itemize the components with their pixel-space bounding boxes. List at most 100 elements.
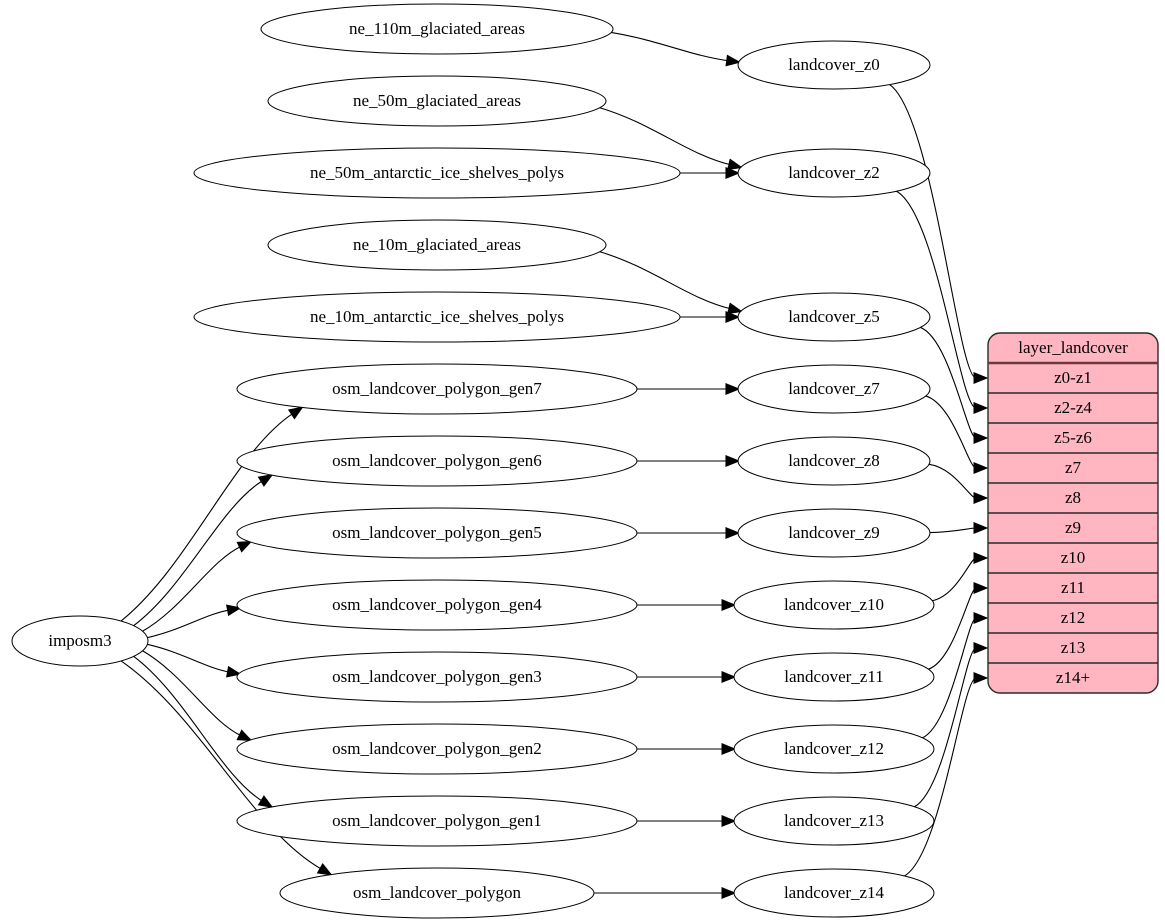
- layer-table-row-z13[interactable]: z13: [1061, 638, 1086, 657]
- node-ne_10m_glaciated_areas[interactable]: ne_10m_glaciated_areas: [267, 219, 607, 271]
- edge-imposm3-to-osm_landcover_polygon_gen4: [146, 609, 230, 639]
- layer-table-row-z2-z4[interactable]: z2-z4: [1054, 398, 1092, 417]
- landcover-table-ellipse: [733, 868, 935, 918]
- node-label: ne_50m_antarctic_ice_shelves_polys: [310, 163, 564, 182]
- edge-landcover_z10-to-z10: [931, 557, 977, 602]
- node-landcover_z5[interactable]: landcover_z5: [737, 292, 931, 342]
- edge-imposm3-to-osm_landcover_polygon: [120, 660, 323, 870]
- arrow-ne_110m_glaciated_areas-to-landcover_z0: [725, 54, 741, 67]
- node-ne_110m_glaciated_areas[interactable]: ne_110m_glaciated_areas: [260, 3, 614, 55]
- importer-ellipse: [11, 615, 149, 667]
- osm-source-ellipse: [236, 507, 638, 559]
- node-landcover_z14[interactable]: landcover_z14: [733, 868, 935, 918]
- node-landcover_z11[interactable]: landcover_z11: [733, 652, 935, 702]
- natural-earth-source-ellipse: [193, 291, 681, 343]
- osm-source-ellipse: [236, 363, 638, 415]
- node-label: landcover_z2: [788, 163, 880, 182]
- node-label: landcover_z11: [784, 667, 883, 686]
- natural-earth-source-ellipse: [260, 3, 614, 55]
- edge-imposm3-to-osm_landcover_polygon_gen7: [120, 412, 294, 622]
- layer-landcover-table: layer_landcover z0-z1 z2-z4 z5-z6 z7 z8 z9 z10 z…: [987, 332, 1159, 694]
- natural-earth-source-ellipse: [267, 219, 607, 271]
- arrow-osm_landcover_polygon_gen1-to-landcover_z13: [721, 815, 737, 827]
- node-ne_50m_glaciated_areas[interactable]: ne_50m_glaciated_areas: [267, 75, 607, 127]
- edge-imposm3-to-osm_landcover_polygon_gen6: [132, 480, 264, 627]
- node-landcover_z9[interactable]: landcover_z9: [737, 508, 931, 558]
- edge-imposm3-to-osm_landcover_polygon_gen1: [132, 655, 264, 802]
- edge-landcover_z0-to-z0-z1: [888, 83, 977, 379]
- node-label: imposm3: [48, 631, 111, 650]
- node-label: landcover_z9: [788, 523, 880, 542]
- arrow-osm_landcover_polygon_gen3-to-landcover_z11: [721, 671, 737, 683]
- arrow-landcover_z12-to-z12: [973, 612, 989, 624]
- arrow-imposm3-to-osm_landcover_polygon: [316, 863, 333, 876]
- edge-imposm3-to-osm_landcover_polygon_gen5: [141, 545, 242, 632]
- node-osm_landcover_polygon_gen1[interactable]: osm_landcover_polygon_gen1: [236, 795, 638, 847]
- node-label: landcover_z8: [788, 451, 880, 470]
- node-label: ne_50m_glaciated_areas: [353, 91, 521, 110]
- osm-source-ellipse: [236, 579, 638, 631]
- edge-landcover_z13-to-z13: [913, 647, 977, 808]
- node-osm_landcover_polygon_gen6[interactable]: osm_landcover_polygon_gen6: [236, 435, 638, 487]
- landcover-table-ellipse: [737, 436, 931, 486]
- node-landcover_z8[interactable]: landcover_z8: [737, 436, 931, 486]
- layer-table-row-z12[interactable]: z12: [1061, 608, 1086, 627]
- arrow-landcover_z13-to-z13: [973, 642, 989, 654]
- node-label: osm_landcover_polygon: [353, 883, 522, 902]
- node-osm_landcover_polygon_gen7[interactable]: osm_landcover_polygon_gen7: [236, 363, 638, 415]
- node-landcover_z12[interactable]: landcover_z12: [733, 724, 935, 774]
- arrow-landcover_z0-to-z0-z1: [973, 372, 989, 384]
- node-label: osm_landcover_polygon_gen2: [332, 739, 542, 758]
- node-osm_landcover_polygon_gen5[interactable]: osm_landcover_polygon_gen5: [236, 507, 638, 559]
- layer-table-row-z11[interactable]: z11: [1061, 578, 1085, 597]
- landcover-table-ellipse: [737, 364, 931, 414]
- node-osm_landcover_polygon_gen4[interactable]: osm_landcover_polygon_gen4: [236, 579, 638, 631]
- nodes-layer: ne_110m_glaciated_areas ne_50m_glaciated_…: [11, 3, 935, 919]
- arrow-landcover_z11-to-z11: [973, 582, 989, 594]
- node-label: landcover_z10: [784, 595, 884, 614]
- arrow-ne_50m_antarctic_ice_shelves_polys-to-landcover_z2: [725, 167, 741, 179]
- arrow-landcover_z14-to-z14+: [973, 672, 989, 684]
- layer-table-row-z10[interactable]: z10: [1061, 548, 1086, 567]
- node-ne_10m_antarctic_ice_shelves_polys[interactable]: ne_10m_antarctic_ice_shelves_polys: [193, 291, 681, 343]
- layer-table-row-z14+[interactable]: z14+: [1056, 668, 1090, 687]
- node-imposm3[interactable]: imposm3: [11, 615, 149, 667]
- arrow-landcover_z2-to-z2-z4: [973, 402, 989, 414]
- node-label: osm_landcover_polygon_gen4: [332, 595, 542, 614]
- arrow-imposm3-to-osm_landcover_polygon_gen3: [226, 665, 242, 678]
- node-osm_landcover_polygon_gen3[interactable]: osm_landcover_polygon_gen3: [236, 651, 638, 703]
- layer-table-row-z7[interactable]: z7: [1065, 458, 1082, 477]
- layer-table-row-z0-z1[interactable]: z0-z1: [1054, 368, 1092, 387]
- arrow-imposm3-to-osm_landcover_polygon_gen6: [257, 474, 274, 487]
- arrow-landcover_z8-to-z8: [973, 492, 989, 504]
- node-landcover_z0[interactable]: landcover_z0: [737, 40, 931, 90]
- node-label: osm_landcover_polygon_gen6: [332, 451, 542, 470]
- edge-landcover_z14-to-z14+: [903, 677, 977, 877]
- node-landcover_z7[interactable]: landcover_z7: [737, 364, 931, 414]
- arrow-osm_landcover_polygon_gen6-to-landcover_z8: [725, 455, 741, 467]
- arrow-osm_landcover_polygon_gen5-to-landcover_z9: [725, 527, 741, 539]
- layer-table-row-z8[interactable]: z8: [1065, 488, 1081, 507]
- landcover-table-ellipse: [737, 40, 931, 90]
- arrow-imposm3-to-osm_landcover_polygon_gen1: [257, 795, 274, 808]
- node-osm_landcover_polygon_gen2[interactable]: osm_landcover_polygon_gen2: [236, 723, 638, 775]
- landcover-table-ellipse: [737, 508, 931, 558]
- arrow-landcover_z10-to-z10: [973, 552, 989, 564]
- natural-earth-source-ellipse: [267, 75, 607, 127]
- arrow-ne_50m_glaciated_areas-to-landcover_z2: [727, 158, 743, 171]
- node-label: landcover_z14: [784, 883, 885, 902]
- landcover-table-ellipse: [737, 148, 931, 198]
- node-landcover_z13[interactable]: landcover_z13: [733, 796, 935, 846]
- edge-landcover_z7-to-z7: [924, 395, 977, 469]
- node-ne_50m_antarctic_ice_shelves_polys[interactable]: ne_50m_antarctic_ice_shelves_polys: [193, 147, 681, 199]
- node-label: osm_landcover_polygon_gen7: [332, 379, 542, 398]
- arrow-imposm3-to-osm_landcover_polygon_gen4: [226, 604, 242, 617]
- layer-table-row-z9[interactable]: z9: [1065, 518, 1081, 537]
- node-landcover_z10[interactable]: landcover_z10: [733, 580, 935, 630]
- layer-table-header: layer_landcover: [1018, 338, 1128, 357]
- node-landcover_z2[interactable]: landcover_z2: [737, 148, 931, 198]
- node-osm_landcover_polygon[interactable]: osm_landcover_polygon: [279, 867, 595, 919]
- edge-ne_50m_glaciated_areas-to-landcover_z2: [598, 106, 732, 166]
- layer-table-row-z5-z6[interactable]: z5-z6: [1054, 428, 1092, 447]
- node-label: landcover_z5: [788, 307, 880, 326]
